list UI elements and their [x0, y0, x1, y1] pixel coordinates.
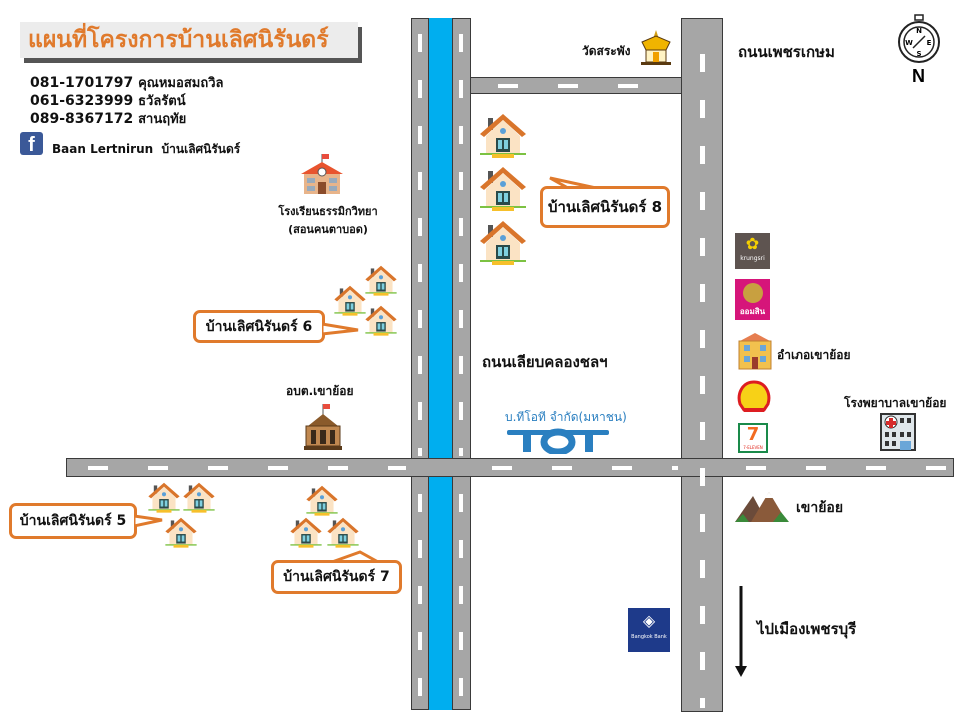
tot-logo-icon: [507, 428, 609, 456]
contact-name: คุณหมอสมถวิล: [138, 76, 224, 91]
school-label: โรงเรียนธรรมิกวิทยา (สอนคนตาบอด): [272, 202, 384, 238]
contact-2: 061-6323999 ธวัลรัตน์: [30, 90, 186, 111]
contact-3: 089-8367172 สานฤทัย: [30, 108, 186, 129]
krungsri-logo: ✿krungsri: [735, 233, 770, 269]
project-8-label: บ้านเลิศนิรันดร์ 8: [547, 198, 663, 216]
district-office-label: อำเภอเขาย้อย: [777, 348, 851, 362]
house-icon: [333, 283, 367, 321]
phone: 061-6323999: [30, 93, 134, 109]
contact-name: สานฤทัย: [138, 112, 187, 127]
house-icon: [147, 480, 181, 518]
house-icon: [164, 515, 198, 553]
house-icon: [364, 263, 398, 301]
seven-eleven-text: 7-ELEVEN: [743, 445, 763, 450]
lane-dashes: [418, 480, 422, 708]
facebook-page-th: บ้านเลิศนิรันดร์: [161, 142, 241, 156]
phone: 089-8367172: [30, 111, 134, 127]
district-office-icon: [738, 333, 772, 370]
north-label: N: [912, 66, 925, 86]
svg-text:E: E: [927, 39, 932, 47]
arrow-down-icon: [735, 586, 747, 677]
lane-dashes: [459, 20, 463, 456]
tot-label: บ.ทีโอที จำกัด(มหาชน): [505, 410, 627, 424]
callout-tail: [322, 322, 359, 336]
shell-logo-icon: [737, 380, 771, 412]
highway-label: ถนนเพชรเกษม: [738, 43, 835, 61]
tot-logo: [507, 428, 609, 456]
lane-dashes: [418, 20, 422, 456]
svg-text:N: N: [916, 27, 922, 35]
project-7-callout[interactable]: บ้านเลิศนิรันดร์ 7: [271, 560, 402, 594]
house-icon: [478, 217, 528, 271]
project-6-label: บ้านเลิศนิรันดร์ 6: [205, 318, 313, 335]
school-icon: [301, 154, 343, 194]
temple-icon: [641, 30, 671, 65]
lane-dashes: [700, 40, 705, 708]
canal: [429, 18, 452, 710]
facebook-icon[interactable]: f: [20, 132, 43, 156]
bangkok-bank-logo: ◈Bangkok Bank: [628, 608, 670, 652]
project-5-label: บ้านเลิศนิรันดร์ 5: [19, 513, 127, 529]
canal-crossing: [429, 459, 452, 476]
hospital-icon: [880, 413, 916, 451]
lane-dashes: [474, 466, 678, 470]
project-6-callout[interactable]: บ้านเลิศนิรันดร์ 6: [193, 310, 325, 343]
house-icon: [326, 515, 360, 553]
project-5-callout[interactable]: บ้านเลิศนิรันดร์ 5: [9, 503, 137, 539]
sao-label: อบต.เขาย้อย: [286, 384, 354, 398]
canal-road-label: ถนนเลียบคลองชลฯ: [482, 353, 608, 371]
house-icon: [364, 303, 398, 341]
phone: 081-1701797: [30, 75, 134, 91]
project-8-callout[interactable]: บ้านเลิศนิรันดร์ 8: [540, 186, 670, 228]
school-name: โรงเรียนธรรมิกวิทยา: [278, 205, 378, 218]
government-building-icon: [304, 404, 342, 450]
house-icon: [478, 163, 528, 217]
svg-text:W: W: [905, 39, 913, 47]
house-icon: [305, 483, 339, 521]
house-icon: [182, 480, 216, 518]
lane-dashes: [480, 84, 676, 88]
mountain-label: เขาย้อย: [796, 500, 844, 516]
house-icon: [478, 110, 528, 164]
gsb-logo: ออมสิน: [735, 279, 770, 320]
house-icon: [289, 515, 323, 553]
contact-1: 081-1701797 คุณหมอสมถวิล: [30, 72, 223, 93]
hospital-label: โรงพยาบาลเขาย้อย: [844, 396, 947, 410]
lane-dashes: [728, 466, 950, 470]
krungsri-text: krungsri: [740, 255, 765, 262]
contact-name: ธวัลรัตน์: [138, 94, 186, 109]
lane-dashes: [70, 466, 406, 470]
school-note: (สอนคนตาบอด): [288, 223, 368, 236]
callout-tail: [134, 514, 163, 528]
bangkok-bank-text: Bangkok Bank: [631, 634, 667, 640]
mountain-icon: [735, 492, 789, 522]
facebook-page-en: Baan Lertnirun: [52, 142, 154, 156]
gsb-text: ออมสิน: [739, 307, 766, 316]
lane-dashes: [459, 480, 463, 708]
temple-label: วัดสระพัง: [582, 44, 631, 58]
svg-text:S: S: [916, 50, 921, 58]
to-city-label: ไปเมืองเพชรบุรี: [757, 620, 857, 638]
facebook-page[interactable]: Baan Lertnirun บ้านเลิศนิรันดร์: [52, 140, 240, 159]
project-7-label: บ้านเลิศนิรันดร์ 7: [283, 569, 390, 585]
page-title: แผนที่โครงการบ้านเลิศนิรันดร์: [20, 22, 358, 58]
